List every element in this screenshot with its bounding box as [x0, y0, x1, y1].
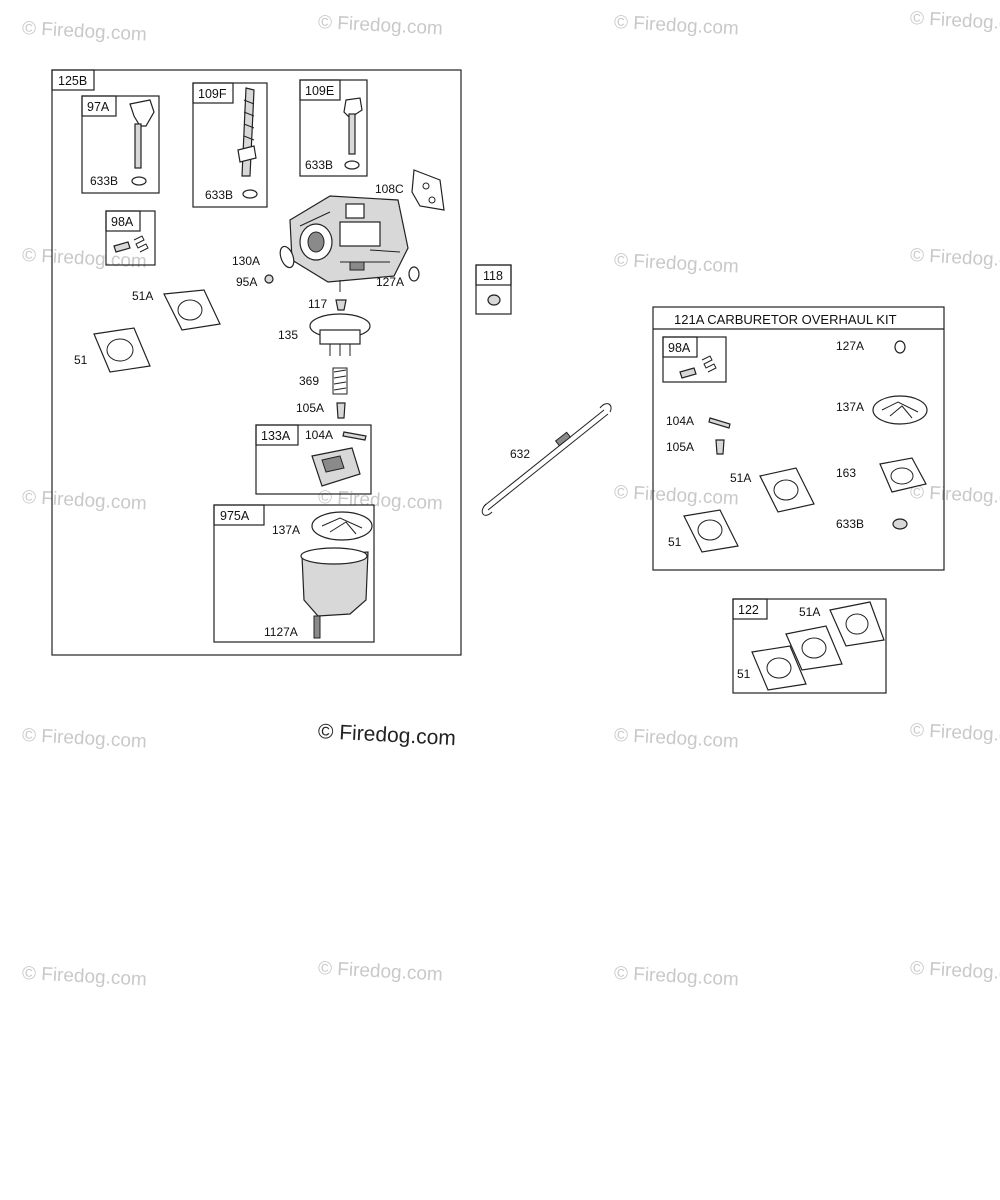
gasket-51a: 51A [132, 289, 221, 331]
part-label-633b: 633B [205, 188, 233, 202]
part-label-95a: 95A [236, 275, 257, 289]
part-label-51a: 51A [730, 471, 751, 485]
part-label-117: 117 [308, 297, 327, 311]
spring-icon [701, 355, 717, 373]
overhaul-kit-title: 121A CARBURETOR OVERHAUL KIT [674, 312, 897, 327]
gasket-51: 51 [74, 327, 151, 373]
carburetor-body-icon [289, 195, 409, 292]
screw-icon [113, 241, 131, 253]
washer-icon [344, 160, 360, 170]
group-tag-125b: 125B [58, 74, 87, 88]
part-label-127a: 127A [836, 339, 864, 353]
o-ring-icon [894, 340, 906, 354]
part-label-130a: 130A [232, 254, 260, 268]
fuel-bowl-icon [301, 551, 369, 617]
part-label-369: 369 [299, 374, 319, 388]
part-label-51: 51 [668, 535, 682, 549]
bushing-icon [487, 294, 501, 306]
part-label-51: 51 [74, 353, 88, 367]
gasket-108c: 108C [375, 169, 445, 211]
gasket-icon [683, 509, 739, 553]
washer-icon [131, 176, 147, 186]
part-label-632: 632 [510, 447, 530, 461]
choke-shaft-group: 109E 633B [299, 79, 368, 177]
group-tag-118: 118 [483, 269, 503, 283]
rod-icon [483, 409, 609, 511]
fuel-bowl-kit-group: 975A 137A 1127A [213, 504, 375, 643]
parts-130a-95a-127a: 130A 95A 127A [232, 245, 420, 289]
part-label-1127a: 1127A [264, 625, 298, 639]
group-tag-109f: 109F [198, 87, 227, 101]
bowl-screw-icon [313, 615, 321, 639]
carburetor-assembly-group: 125B [51, 69, 462, 656]
choke-lever-group: 97A 633B [81, 95, 160, 194]
spring-icon [333, 369, 347, 391]
washer-icon [892, 518, 908, 530]
part-118-group: 118 [475, 264, 512, 315]
part-label-633b: 633B [90, 174, 118, 188]
needle-icon [715, 439, 725, 455]
choke-lever-icon [129, 99, 155, 127]
part-label-127a: 127A [376, 275, 404, 289]
part-label-104a: 104A [305, 428, 333, 442]
spring-icon [133, 235, 149, 253]
washer-icon [242, 189, 258, 199]
gasket-kit-group: 122 51A 51 [732, 598, 887, 694]
part-label-51a: 51A [132, 289, 153, 303]
screw-icon [679, 367, 697, 379]
group-tag-98a: 98A [111, 215, 134, 229]
float-kit-group: 133A 104A [255, 424, 372, 495]
screw-icon [264, 274, 274, 284]
parts-center-stack: 117 135 369 105A [278, 297, 371, 419]
choke-arm-icon [343, 97, 363, 119]
part-label-105a: 105A [296, 401, 324, 415]
lever-shaft-icon [134, 123, 142, 169]
gasket-icon [759, 467, 815, 513]
overhaul-kit-group: 121A CARBURETOR OVERHAUL KIT 98A 127A 13… [652, 306, 945, 571]
part-label-633b: 633B [836, 517, 864, 531]
part-label-108c: 108C [375, 182, 404, 196]
gasket-icon [829, 601, 885, 647]
part-label-104a: 104A [666, 414, 694, 428]
part-label-633b: 633B [305, 158, 333, 172]
group-tag-133a: 133A [261, 429, 291, 443]
throttle-shaft-group: 109F 633B [192, 82, 268, 208]
part-label-51: 51 [737, 667, 751, 681]
throttle-plate-icon [279, 245, 295, 269]
group-tag-975a: 975A [220, 509, 250, 523]
group-tag-122: 122 [738, 603, 759, 617]
gasket-icon [785, 625, 843, 671]
pin-icon [708, 417, 731, 429]
part-label-135: 135 [278, 328, 298, 342]
group-tag-97a: 97A [87, 100, 110, 114]
group-tag-109e: 109E [305, 84, 334, 98]
part-label-137a: 137A [272, 523, 300, 537]
group-tag-98a: 98A [668, 341, 691, 355]
pin-icon [342, 431, 367, 441]
part-label-163: 163 [836, 466, 856, 480]
needle-icon [336, 402, 346, 419]
throttle-plate-icon [237, 145, 257, 163]
gasket-icon [879, 457, 927, 493]
gasket-icon [751, 645, 807, 691]
screw-spring-group: 98A [105, 210, 156, 266]
bowl-gasket-icon [872, 395, 928, 425]
bowl-gasket-icon [311, 511, 373, 541]
part-label-51a: 51A [799, 605, 820, 619]
choke-shaft-icon [348, 113, 356, 155]
link-rod-632: 632 [481, 403, 612, 516]
seat-icon [335, 299, 347, 311]
part-label-105a: 105A [666, 440, 694, 454]
o-ring-icon [408, 266, 420, 282]
part-label-137a: 137A [836, 400, 864, 414]
